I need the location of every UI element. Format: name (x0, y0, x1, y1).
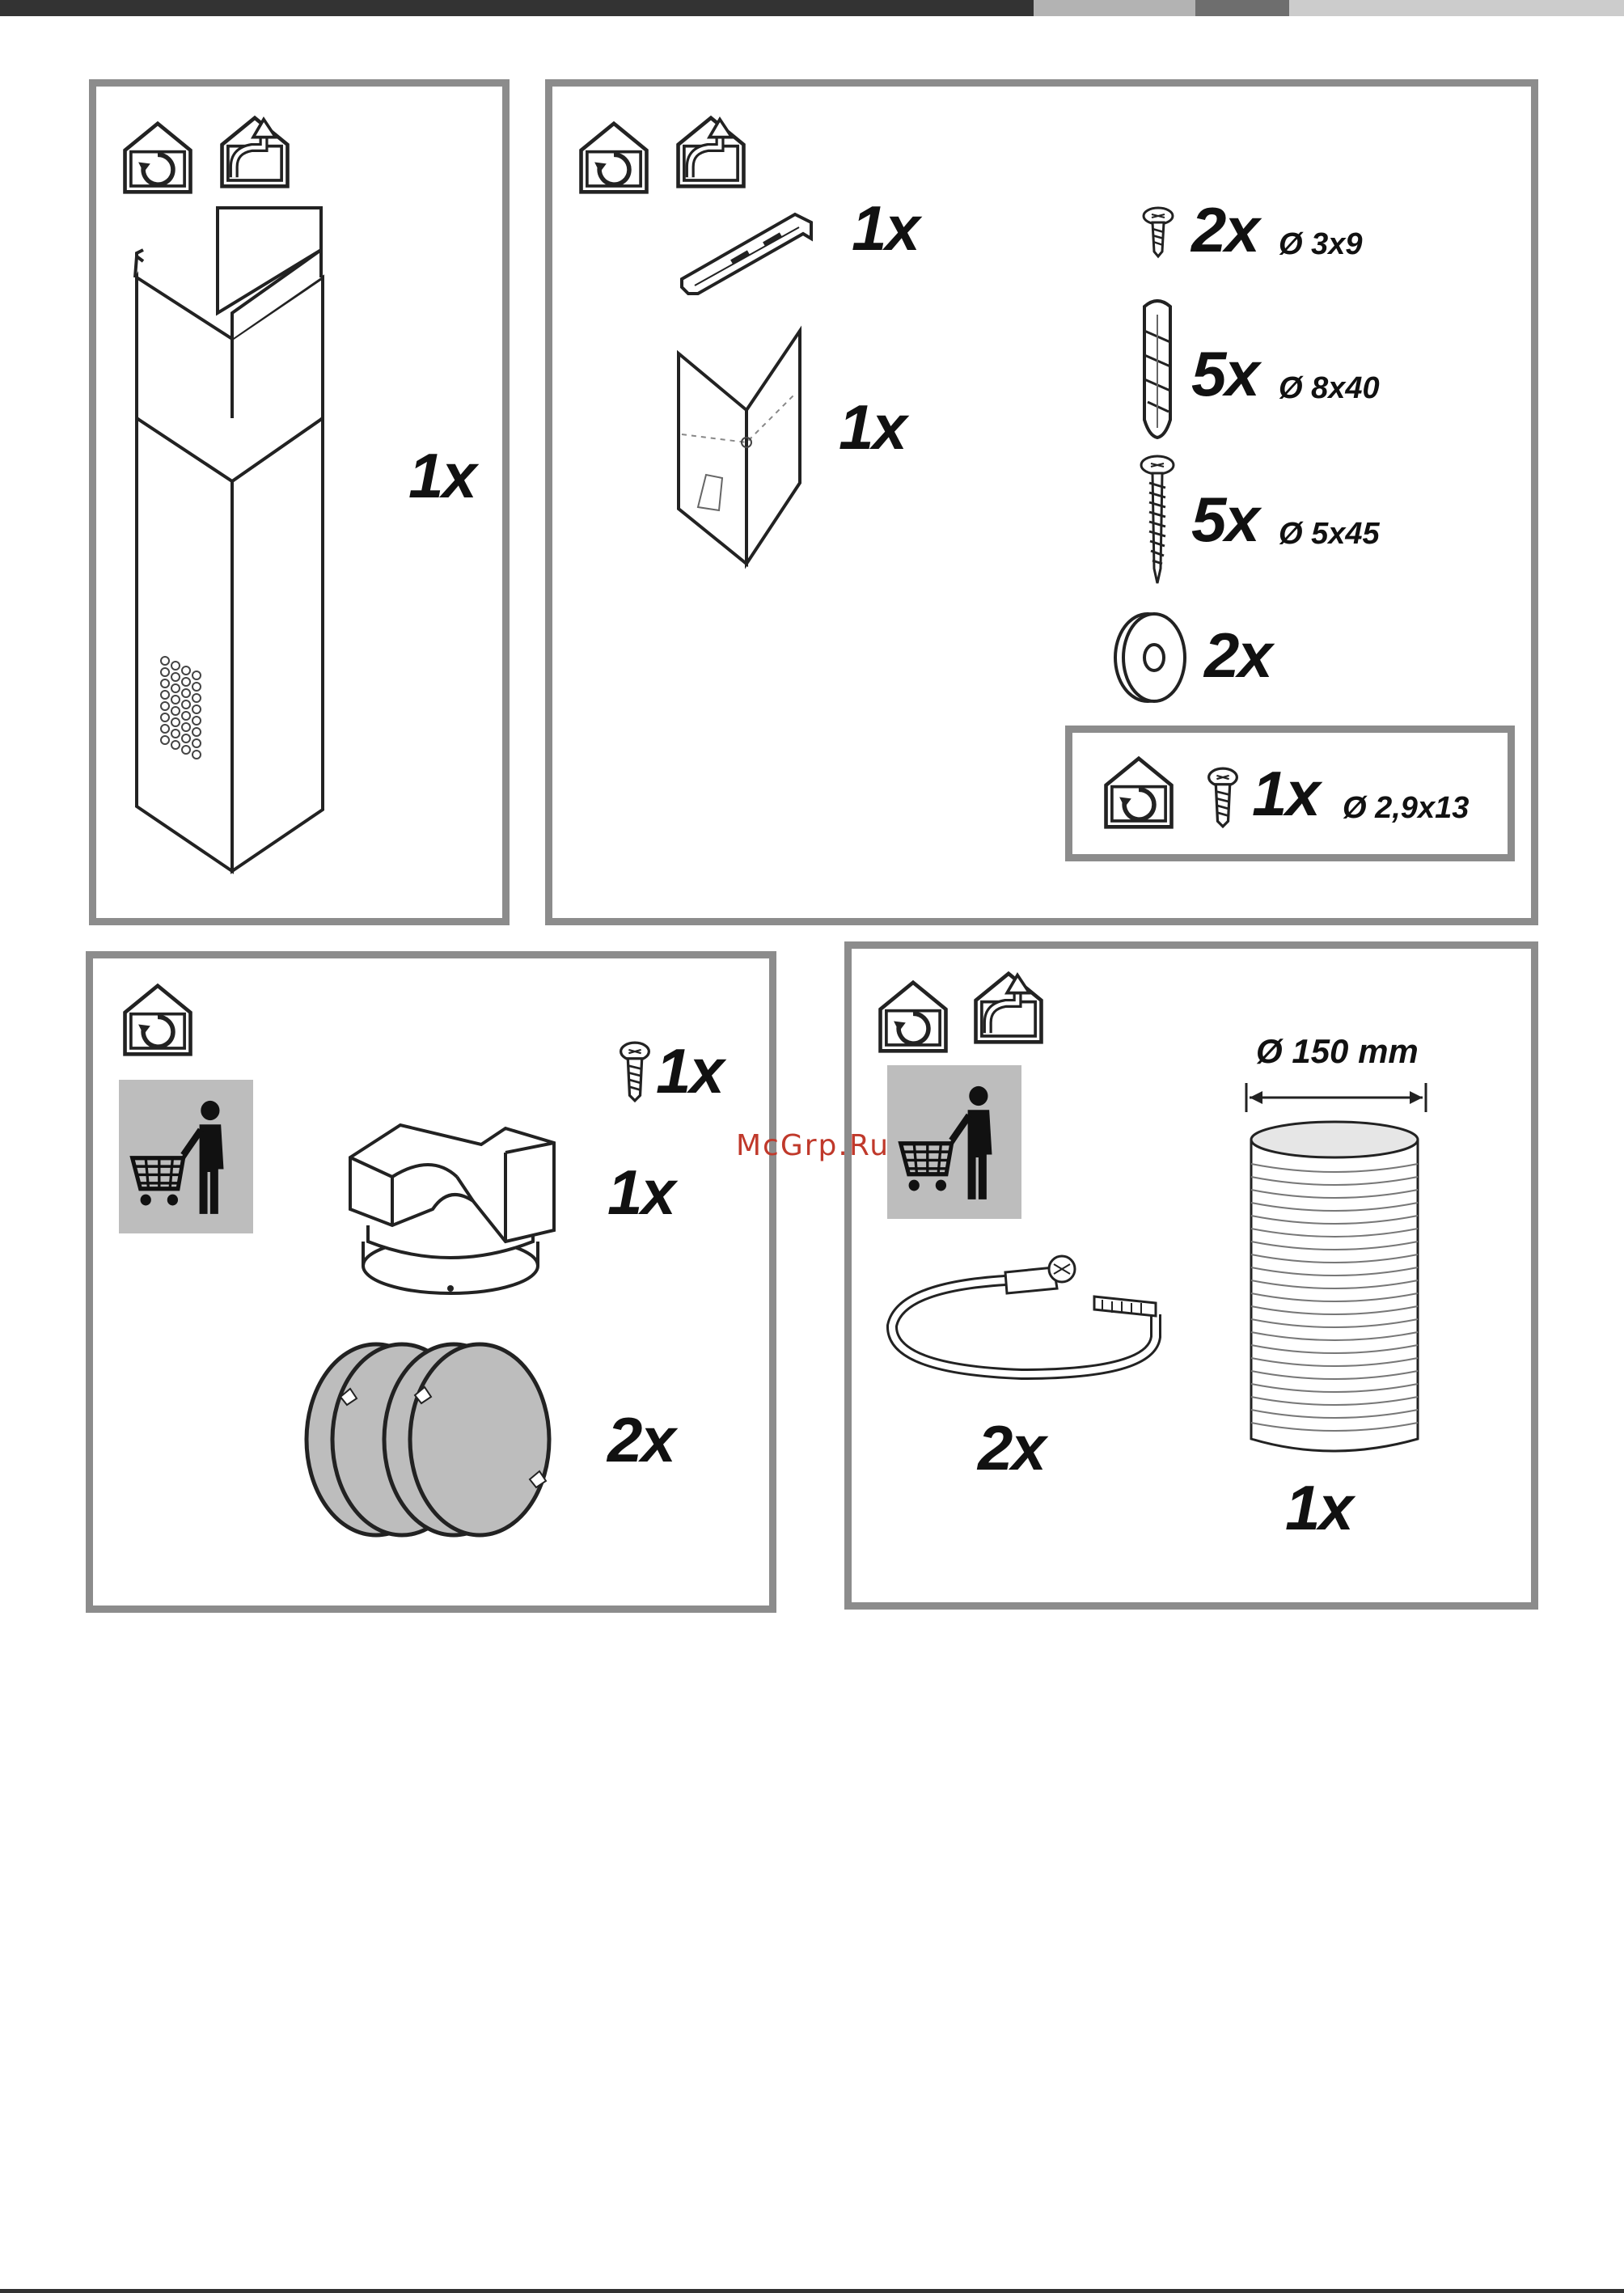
screw-2-9x13-dim: Ø 2,9x13 (1343, 793, 1469, 823)
template-illustration (674, 329, 819, 572)
washer-qty: 2x (1204, 624, 1271, 687)
header-bar-dark (0, 0, 1034, 16)
washer-icon (1110, 609, 1191, 706)
exhaust-house-icon (218, 109, 292, 195)
shopping-person-icon (119, 1080, 253, 1233)
wood-screw-qty: 5x (1191, 488, 1258, 551)
header-bar (0, 0, 1624, 16)
duct-diameter-label: Ø 150 mm (1256, 1034, 1419, 1068)
recirculation-house-icon (121, 121, 195, 195)
carbon-filters-qty: 2x (607, 1408, 675, 1471)
header-bar-light (1034, 0, 1195, 16)
sub-box-recirculation-screw: 1x Ø 2,9x13 (1065, 726, 1515, 861)
chimney-illustration (129, 208, 420, 823)
exhaust-house-icon (971, 965, 1046, 1051)
hose-clamp-qty: 2x (978, 1416, 1045, 1479)
screw-qty: 1x (656, 1039, 723, 1102)
wall-plug-icon (1133, 298, 1182, 441)
deflector-qty: 1x (607, 1161, 675, 1224)
recirculation-house-icon (1102, 755, 1176, 830)
panel-recirculation-kit: 1x 1x 2x (86, 951, 776, 1613)
hose-clamp-illustration (884, 1248, 1191, 1402)
wall-plug-dim: Ø 8x40 (1279, 373, 1380, 404)
panel-hardware: 1x 1x 2x Ø 3x9 5x Ø 8x40 5x Ø 5x45 2x (545, 79, 1538, 925)
watermark: McGrp.Ru (736, 1129, 890, 1162)
exhaust-house-icon (674, 109, 748, 195)
recirculation-house-icon (876, 979, 950, 1054)
bracket-qty: 1x (852, 197, 919, 260)
wood-screw-icon (1133, 455, 1182, 585)
header-bar-mid (1195, 0, 1289, 16)
screw-3x9-qty: 2x (1191, 198, 1258, 261)
recirculation-house-icon (121, 983, 195, 1057)
wall-plug-qty: 5x (1191, 342, 1258, 405)
header-bar-pale (1289, 0, 1624, 16)
panel-exhaust-kit: 2x Ø 150 mm 1x (844, 941, 1538, 1610)
screw-3x9-dim: Ø 3x9 (1279, 229, 1363, 260)
flexible-duct-qty: 1x (1285, 1476, 1352, 1539)
screw-2-9x13-icon (1205, 767, 1241, 828)
panel-chimney: 1x (89, 79, 510, 925)
wood-screw-dim: Ø 5x45 (1279, 518, 1380, 549)
template-qty: 1x (839, 396, 906, 459)
carbon-filters-illustration (295, 1339, 570, 1541)
footer-rule (0, 2289, 1624, 2293)
screw-icon (617, 1041, 653, 1102)
deflector-illustration (344, 1120, 578, 1306)
duct-diameter-arrow (1243, 1081, 1429, 1114)
flexible-duct-illustration (1235, 1115, 1437, 1463)
screw-2-9x13-qty: 1x (1252, 762, 1319, 825)
chimney-qty: 1x (408, 444, 476, 507)
shopping-person-icon (887, 1065, 1021, 1219)
bracket-illustration (674, 198, 819, 303)
screw-3x9-icon (1138, 206, 1178, 263)
recirculation-house-icon (577, 121, 651, 195)
